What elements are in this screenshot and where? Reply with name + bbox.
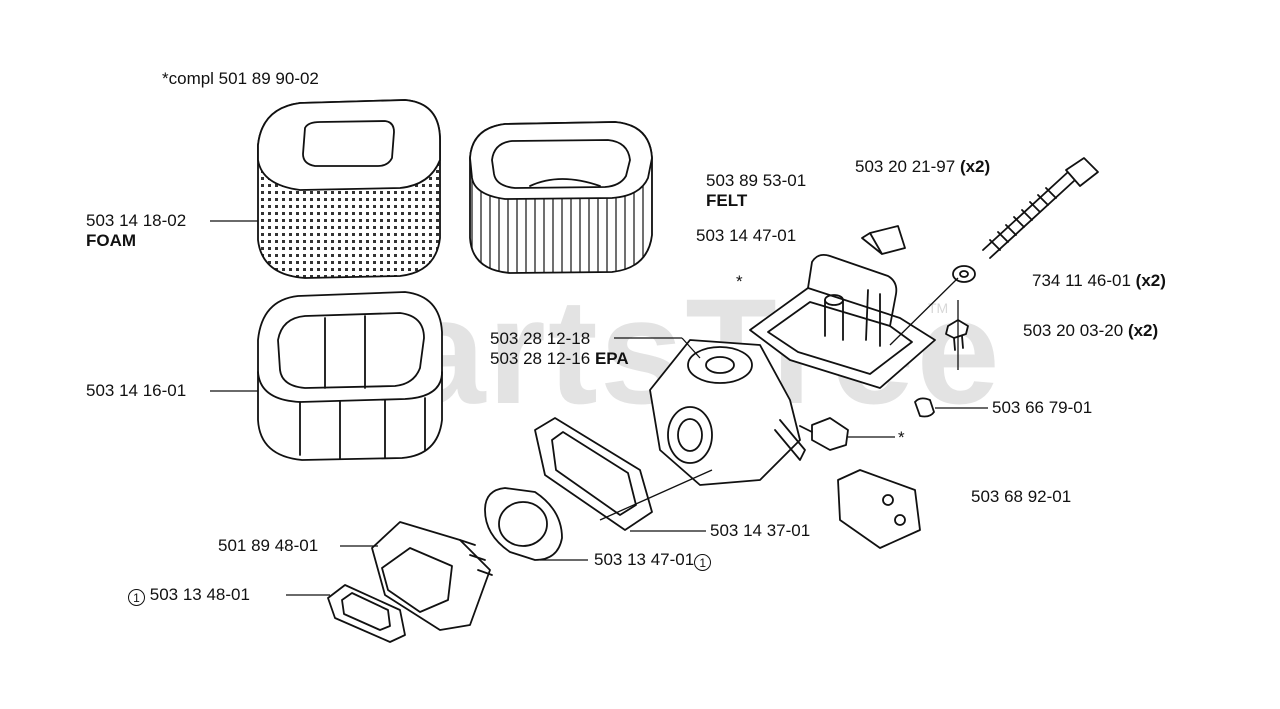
screw-qty: (x2) [959,157,991,176]
felt-label: 503 89 53-01 FELT [706,171,806,211]
filter-frame-part [257,291,443,461]
asterisk-fitting: * [898,428,905,448]
leader-lines [210,220,988,596]
bolt-qty: (x2) [1127,321,1159,340]
filter-holder-part [749,253,936,389]
plug-part-number: 503 66 79-01 [992,398,1093,417]
gasket-frame-part-number: 503 14 37-01 [710,521,811,540]
carburetor-epa: EPA [594,349,629,368]
washer-label: 734 11 46-01 (x2) [1032,271,1166,291]
gasket-frame-label: 503 14 37-01 [710,521,810,541]
intake-part-number: 501 89 48-01 [218,536,319,555]
round-gasket-part [484,487,563,561]
screw-part [982,157,1099,259]
fitting-part [799,417,849,451]
bolt-part-number: 503 20 03-20 [1023,321,1124,340]
intake-label: 501 89 48-01 [218,536,318,556]
washer-qty: (x2) [1135,271,1166,290]
assembly-compl-label: *compl 501 89 90-02 [162,69,319,89]
filter-frame-label: 503 14 16-01 [86,381,186,401]
holder-part-number: 503 14 47-01 [696,226,797,245]
felt-text: FELT [706,191,748,210]
holder-label: 503 14 47-01 [696,226,796,246]
carburetor-part [649,339,806,486]
bracket-part [837,469,921,549]
carburetor-label: 503 28 12-18 503 28 12-16 EPA [490,329,629,369]
bolt-part [945,319,969,351]
small-gasket-label: 1 503 13 48-01 [128,585,250,606]
foam-part-number: 503 14 18-02 [86,211,187,230]
screw-part-number: 503 20 21-97 [855,157,956,176]
carburetor-part-number-2: 503 28 12-16 [490,349,591,368]
round-gasket-part-number: 503 13 47-01 [594,550,695,569]
foam-text: FOAM [86,231,137,250]
plug-part [914,397,935,418]
small-gasket-part-number: 503 13 48-01 [149,585,250,604]
foam-filter-part [257,99,441,279]
bracket-part-number: 503 68 92-01 [971,487,1072,506]
watermark-trademark: TM [928,300,949,316]
asterisk-1: * [736,272,743,291]
frame-part-number: 503 14 16-01 [86,381,187,400]
asterisk-2: * [898,428,905,447]
carburetor-part-number-1: 503 28 12-18 [490,329,591,348]
small-gasket-part [327,584,406,643]
circled-one-mark-2: 1 [128,589,145,606]
felt-part-number: 503 89 53-01 [706,171,807,190]
asterisk-holder: * [736,272,743,292]
intake-part [371,521,493,631]
bolt-label: 503 20 03-20 (x2) [1023,321,1158,341]
felt-pad-part [861,225,906,255]
pleated-filter-part [469,121,653,274]
washer-part-number: 734 11 46-01 [1032,271,1131,290]
foam-filter-label: 503 14 18-02 FOAM [86,211,186,251]
bracket-label: 503 68 92-01 [971,487,1071,507]
washer-part [952,265,976,283]
plug-label: 503 66 79-01 [992,398,1092,418]
screw-label: 503 20 21-97 (x2) [855,157,990,177]
compl-text: *compl 501 89 90-02 [162,69,319,88]
circled-one-mark: 1 [694,554,712,571]
gasket-frame-part [534,417,653,531]
